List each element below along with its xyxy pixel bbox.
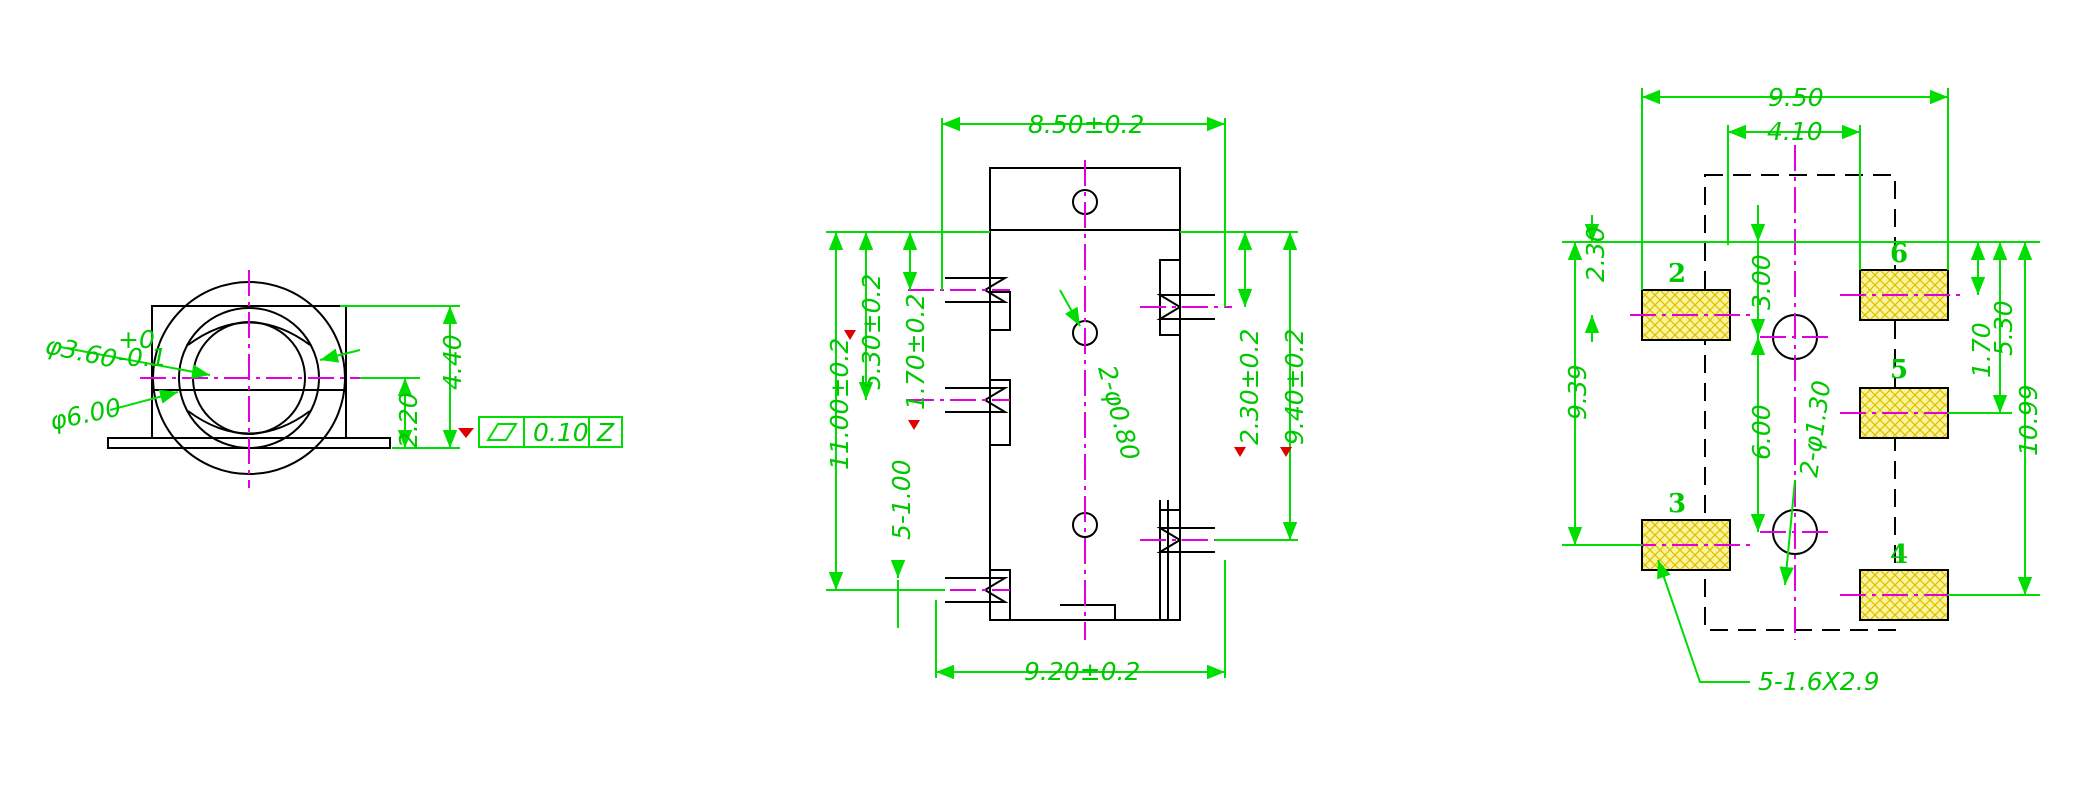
- datum-marker-icon: [1280, 447, 1292, 457]
- side-view-centerlines: [140, 270, 400, 488]
- pad-label-4: 4: [1890, 540, 1908, 570]
- side-view-dimensions: [59, 305, 623, 449]
- pad-label-5: 5: [1890, 355, 1908, 385]
- footprint-centerlines: [1630, 145, 1965, 640]
- dim-right-offset-1: 2.30±0.2: [1235, 329, 1264, 445]
- dim-total-height: 4.40: [438, 334, 467, 390]
- dim-center-height: 2.20: [394, 392, 423, 448]
- dim-right-offset-2: 9.40±0.2: [1280, 329, 1309, 445]
- dim-inner-width: 4.10: [1767, 117, 1823, 146]
- dim-pin-offset-2: 1.70±0.2: [901, 294, 930, 410]
- side-view: φ3.60 +0 -0.1 φ6.00 2.20 4.40 0.10 Z: [43, 270, 623, 488]
- pad-label-3: 3: [1668, 489, 1686, 519]
- datum-marker-icon: [1234, 447, 1246, 457]
- dim-pin-width: 5-1.00: [887, 459, 916, 540]
- datum-marker-icon: [844, 330, 856, 340]
- pad-label-6: 6: [1890, 239, 1908, 269]
- dim-dia-inner-tol-upper: +0: [118, 325, 155, 354]
- dim-hole: 2-φ0.80: [1092, 362, 1145, 463]
- front-view-dimensions: [826, 116, 1298, 680]
- pad-label-2: 2: [1668, 259, 1686, 289]
- datum-marker-icon: [908, 420, 920, 430]
- dim-right-total: 10.99: [2014, 384, 2043, 456]
- dim-pin-offset-1: 5.30±0.2: [857, 274, 886, 390]
- dim-dia-outer: φ6.00: [47, 393, 124, 436]
- pad-spec: 5-1.6X2.9: [1758, 667, 1880, 696]
- dim-bottom-width: 9.20±0.2: [1024, 657, 1140, 686]
- dim-dia-inner: φ3.60: [43, 331, 120, 374]
- dim-holes: 2-φ1.30: [1794, 379, 1836, 479]
- front-view: 8.50±0.2 9.20±0.2 11.00±0.2 5.30±0.2 1.7…: [825, 110, 1309, 686]
- datum-marker-icon: [458, 428, 474, 438]
- flatness-value: 0.10: [533, 418, 589, 447]
- footprint-dimensions: [1562, 88, 2040, 683]
- dim-right-mid: 5.30: [1989, 300, 2018, 356]
- flatness-symbol-icon: [486, 423, 518, 441]
- dim-top-width: 8.50±0.2: [1028, 110, 1144, 139]
- dim-left-span: 9.39: [1563, 364, 1592, 420]
- dim-left-top: 2.30: [1581, 226, 1610, 282]
- dim-total-length: 11.00±0.2: [825, 338, 854, 470]
- dim-dia-inner-tol-lower: -0.1: [118, 343, 167, 372]
- footprint-view: 9.50 4.10 2.30 9.39 3.00 6.00 2-φ1.30 1.…: [1562, 83, 2043, 696]
- dim-center-lower: 6.00: [1747, 404, 1776, 460]
- flatness-datum: Z: [596, 418, 615, 447]
- dim-center-upper: 3.00: [1747, 254, 1776, 310]
- dim-width: 9.50: [1768, 83, 1824, 112]
- dim-right-upper: 1.70: [1967, 322, 1996, 378]
- front-view-body: [945, 167, 1215, 621]
- footprint-labels: 9.50 4.10 2.30 9.39 3.00 6.00 2-φ1.30 1.…: [1563, 83, 2043, 696]
